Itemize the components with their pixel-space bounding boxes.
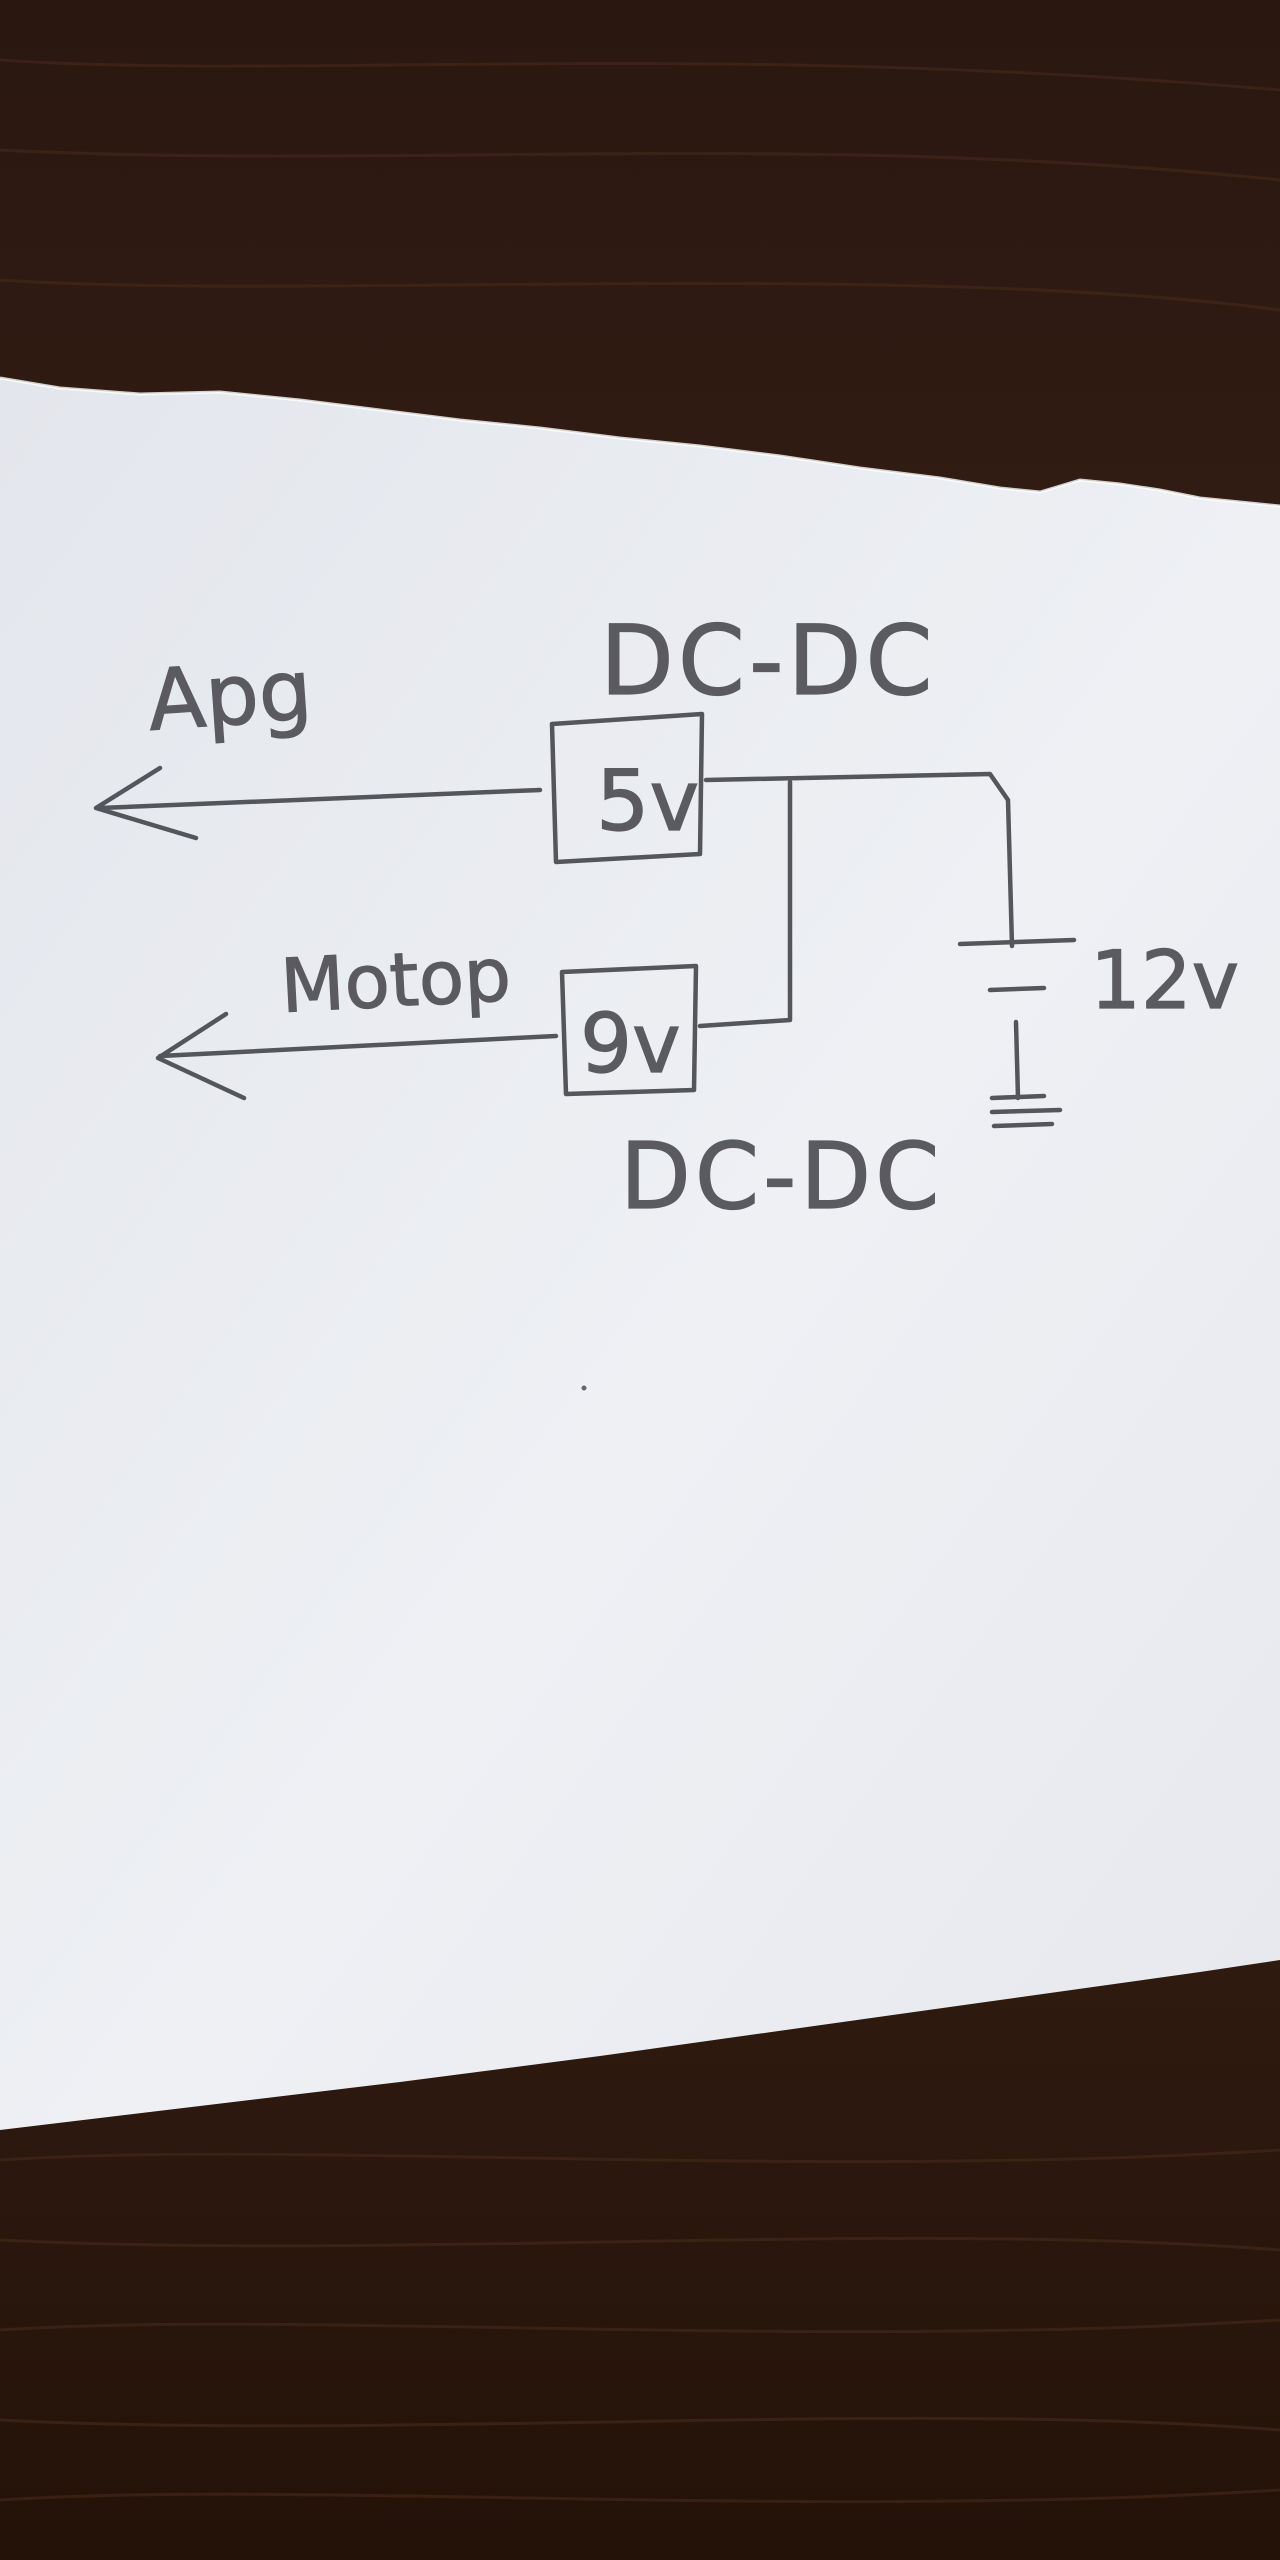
wood-grain: [0, 58, 1280, 2504]
bottom-converter-voltage: 9v: [580, 997, 681, 1092]
top-converter-voltage: 5v: [596, 752, 699, 850]
bottom-converter-label: DC-DC: [620, 1123, 943, 1230]
battery-symbol: [957, 937, 1077, 1129]
supply-wiring: [697, 771, 1015, 1029]
top-output-label: Apg: [145, 641, 316, 750]
bottom-output-label: Motop: [278, 932, 513, 1030]
bottom-converter-box: 9v: [559, 963, 699, 1097]
paper-sheet: [0, 378, 1280, 2130]
paper-torn-edge: [0, 376, 1280, 508]
bottom-output-arrow: [155, 1011, 559, 1101]
top-converter-label: DC-DC: [600, 605, 937, 717]
battery-voltage-label: 12v: [1090, 934, 1239, 1027]
top-output-arrow: [93, 765, 543, 841]
top-converter-box: 5v: [549, 711, 705, 865]
pencil-dot: [581, 1385, 587, 1391]
